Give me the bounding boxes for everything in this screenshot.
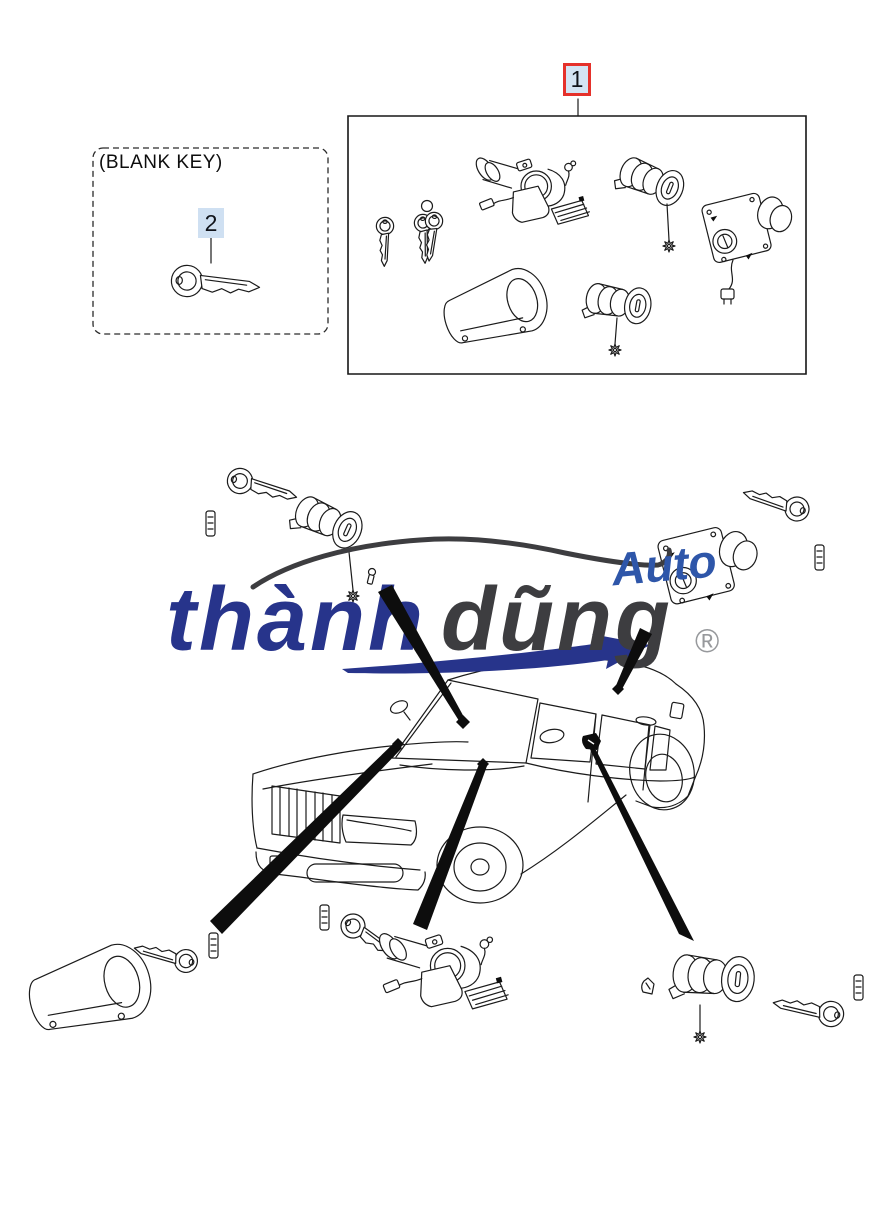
kit-back-door-lock[interactable] bbox=[700, 191, 796, 304]
kit-key-pair[interactable] bbox=[413, 201, 444, 265]
blank-key-caption: (BLANK KEY) bbox=[99, 152, 223, 173]
kit-door-lock-cylinder[interactable] bbox=[611, 150, 690, 253]
blank-key-box[interactable] bbox=[93, 148, 328, 334]
kit-door-lock-cylinder-2[interactable] bbox=[580, 278, 655, 357]
registered-mark: ® bbox=[695, 622, 719, 659]
rear-door-lock-group[interactable] bbox=[642, 948, 864, 1044]
brand-suffix: Auto bbox=[609, 534, 719, 595]
callout-label-1[interactable]: 1 bbox=[563, 63, 591, 96]
lock-set-kit-box[interactable] bbox=[348, 116, 806, 374]
front-door-lock-group-left[interactable] bbox=[205, 464, 376, 603]
car-silhouette-swoosh bbox=[253, 539, 669, 587]
callout-label-2[interactable]: 2 bbox=[198, 208, 224, 238]
brand-word-1: thành bbox=[166, 570, 426, 670]
